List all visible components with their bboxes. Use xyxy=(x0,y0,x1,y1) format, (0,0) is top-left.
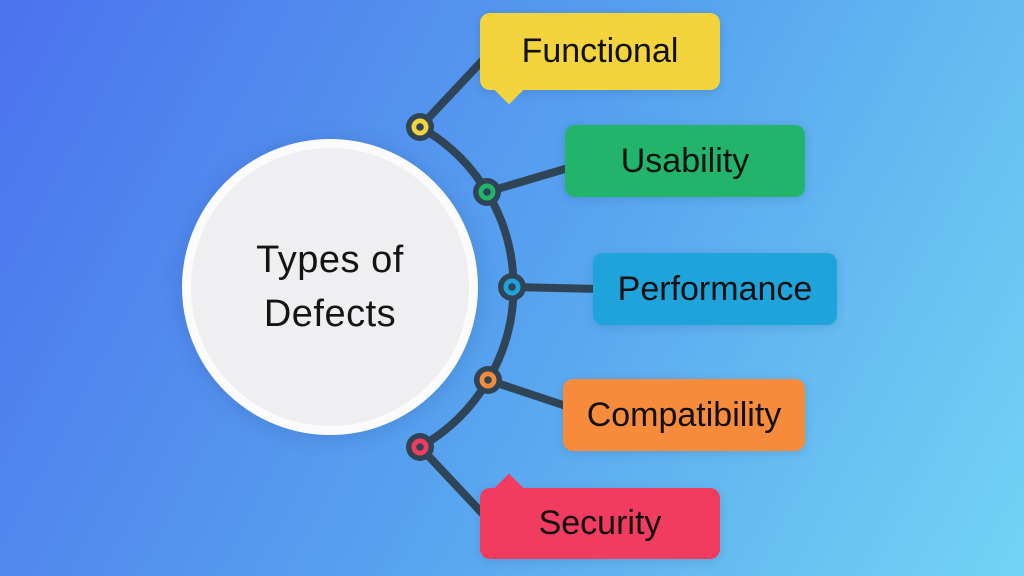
node-box-security: Security xyxy=(480,473,720,559)
connector-line-compatibility xyxy=(484,376,579,413)
center-circle: Types of Defects xyxy=(182,139,478,435)
connector-dot-security xyxy=(406,433,434,461)
dot-core xyxy=(508,283,516,291)
center-title-line1: Types of xyxy=(256,239,404,281)
center-title-line2: Defects xyxy=(263,293,397,335)
node-label-performance: Performance xyxy=(617,269,813,308)
node-box-functional: Functional xyxy=(480,13,720,105)
node-box-usability: Usability xyxy=(565,125,805,197)
node-label-compatibility: Compatibility xyxy=(586,395,782,434)
connector-line-performance xyxy=(508,283,604,293)
connector-line-functional xyxy=(416,57,486,131)
dot-core xyxy=(416,123,424,131)
dot-core xyxy=(416,443,424,451)
node-label-usability: Usability xyxy=(620,141,750,180)
node-box-compatibility: Compatibility xyxy=(563,379,805,451)
node-label-security: Security xyxy=(538,504,662,542)
connector-line-security xyxy=(416,443,486,517)
node-label-functional: Functional xyxy=(521,32,679,70)
connector-dot-performance xyxy=(498,273,526,301)
dot-core xyxy=(484,376,492,384)
node-box-performance: Performance xyxy=(593,253,837,325)
connector-dot-functional xyxy=(406,113,434,141)
connector-line-usability xyxy=(483,162,579,196)
connector-dot-usability xyxy=(473,178,501,206)
connector-dot-compatibility xyxy=(474,366,502,394)
dot-core xyxy=(483,188,491,196)
